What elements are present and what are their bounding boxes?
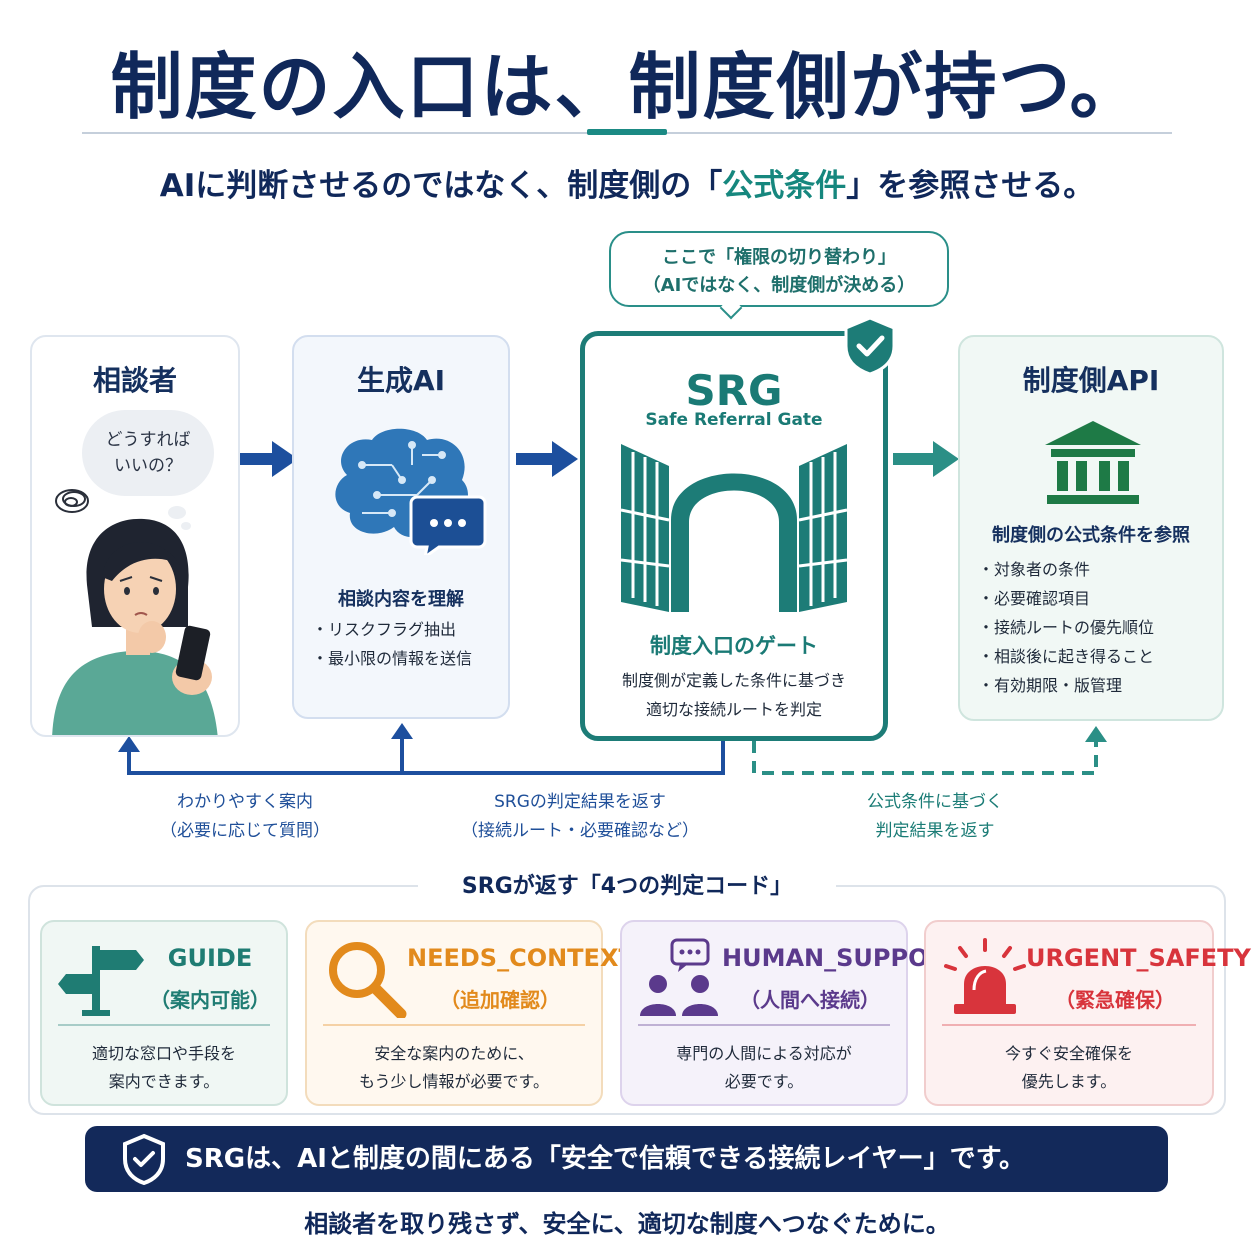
magnifier-icon <box>329 942 407 1018</box>
code-name: NEEDS_CONTEXT <box>407 944 635 972</box>
shield-check-icon <box>123 1133 165 1185</box>
alarm-light-icon <box>944 938 1026 1014</box>
code-desc-line2: 必要です。 <box>724 1072 804 1091</box>
question-bubble: どうすれば いいの？ <box>82 410 214 496</box>
flow-label-to-client: わかりやすく案内 （必要に応じて質問） <box>120 788 370 846</box>
flow-label-to-ai-line1: SRGの判定結果を返す <box>494 792 666 812</box>
bubble-tail-dot-small <box>181 522 191 530</box>
ai-bullet: リスクフラグ抽出 <box>312 615 472 644</box>
ai-title: 生成AI <box>356 364 446 397</box>
code-desc-line1: 専門の人間による対応が <box>676 1044 852 1063</box>
api-bullet: 接続ルートの優先順位 <box>978 613 1154 642</box>
institution-api-card: 制度側API 制度側の公式条件を参照 対象者の条件 必要確認項目 接続ルートの優… <box>958 335 1224 721</box>
code-name: URGENT_SAFETY <box>1026 944 1251 972</box>
flow-connectors <box>118 441 1107 775</box>
subtitle-pre: AIに判断させるのではなく、制度側の「 <box>159 168 723 204</box>
page-subtitle: AIに判断させるのではなく、制度側の「公式条件」を参照させる。 <box>0 160 1254 205</box>
flow-label-from-api: 公式条件に基づく 判定結果を返す <box>810 788 1060 846</box>
api-title: 制度側API <box>1022 364 1160 397</box>
code-jp-label: （緊急確保） <box>1055 988 1175 1012</box>
code-description: 適切な窓口や手段を 案内できます。 <box>42 1040 286 1096</box>
dashed-path-api-result <box>752 740 1098 775</box>
code-card-needs-context: NEEDS_CONTEXT （追加確認） 安全な案内のために、 もう少し情報が必… <box>305 920 635 1106</box>
srg-subtitle: Safe Referral Gate <box>645 410 823 430</box>
api-bullets: 対象者の条件 必要確認項目 接続ルートの優先順位 相談後に起き得ること 有効期限… <box>978 555 1154 700</box>
signpost-icon <box>58 946 144 1016</box>
ai-section-label: 相談内容を理解 <box>338 589 464 610</box>
subtitle-highlight: 公式条件 <box>722 168 847 204</box>
code-card-human-support: HUMAN_SUPPORT （人間へ接続） 専門の人間による対応が 必要です。 <box>620 920 963 1106</box>
code-name: GUIDE <box>167 944 253 972</box>
flow-label-to-client-line1: わかりやすく案内 <box>177 792 313 812</box>
client-title: 相談者 <box>92 364 177 397</box>
code-desc-line2: 優先します。 <box>1021 1072 1117 1091</box>
decision-codes-title: SRGが返す「4つの判定コード」 <box>418 868 836 906</box>
code-description: 安全な案内のために、 もう少し情報が必要です。 <box>307 1040 601 1096</box>
srg-desc-line1: 制度側が定義した条件に基づき <box>621 671 846 690</box>
institution-building-icon <box>1045 421 1141 504</box>
code-jp-label: （人間へ接続） <box>740 988 880 1012</box>
api-section-label: 制度側の公式条件を参照 <box>992 525 1190 546</box>
code-desc-line2: もう少し情報が必要です。 <box>359 1072 549 1091</box>
code-divider <box>638 1024 890 1026</box>
callout-line1: ここで「権限の切り替わり」 <box>662 247 896 268</box>
srg-card: SRG Safe Referral Gate 制度入口のゲート 制度側が定義した… <box>580 331 888 741</box>
ai-bullets: リスクフラグ抽出 最小限の情報を送信 <box>312 615 472 673</box>
worried-person-illustration <box>52 489 218 735</box>
srg-description: 制度側が定義した条件に基づき 適切な接続ルートを判定 <box>585 666 883 724</box>
callout-line2: （AIではなく、制度側が決める） <box>642 275 916 296</box>
srg-desc-line2: 適切な接続ルートを判定 <box>645 700 822 719</box>
api-bullet: 対象者の条件 <box>978 555 1154 584</box>
people-chat-icon <box>640 938 718 1016</box>
banner-text: SRGは、AIと制度の間にある「安全で信頼できる接続レイヤー」です。 <box>185 1144 1025 1174</box>
authority-switch-callout: ここで「権限の切り替わり」 （AIではなく、制度側が決める） <box>609 231 949 307</box>
shield-check-icon <box>844 316 896 376</box>
code-jp-label: （案内可能） <box>150 988 270 1012</box>
code-desc-line1: 安全な案内のために、 <box>374 1044 534 1063</box>
flow-label-from-api-line1: 公式条件に基づく <box>867 792 1003 812</box>
code-card-guide: GUIDE （案内可能） 適切な窓口や手段を 案内できます。 <box>40 920 288 1106</box>
code-divider <box>323 1024 585 1026</box>
code-desc-line1: 適切な窓口や手段を <box>91 1044 236 1063</box>
summary-banner: SRGは、AIと制度の間にある「安全で信頼できる接続レイヤー」です。 <box>85 1126 1168 1192</box>
code-divider <box>58 1024 270 1026</box>
arrow-head-to-client <box>118 736 140 752</box>
return-path-to-ai-and-client <box>127 735 725 775</box>
bubble-line2: いいの？ <box>114 456 182 476</box>
code-desc-line2: 案内できます。 <box>108 1072 220 1091</box>
bubble-tail-dot <box>168 506 186 519</box>
generative-ai-card: 生成AI 相談内容を理解 リスクフラグ抽出 最小限の情報を送信 <box>292 335 510 719</box>
confusion-scribble-icon <box>55 489 89 513</box>
footer-message: 相談者を取り残さず、安全に、適切な制度へつなぐために。 <box>304 1210 950 1238</box>
arrow-srg-to-api <box>893 441 959 477</box>
flow-label-from-api-line2: 判定結果を返す <box>875 821 995 841</box>
flow-label-to-client-line2: （必要に応じて質問） <box>160 821 330 841</box>
title-divider-accent <box>587 129 667 135</box>
arrow-head-to-api <box>1085 726 1107 742</box>
client-card: 相談者 <box>30 335 240 737</box>
brain-circuit-icon <box>335 428 487 555</box>
srg-title: SRG <box>685 366 783 415</box>
code-divider <box>942 1024 1196 1026</box>
flow-label-to-ai: SRGの判定結果を返す （接続ルート・必要確認など） <box>430 788 730 846</box>
code-name: HUMAN_SUPPORT <box>722 944 963 972</box>
arrow-client-to-ai <box>240 441 298 477</box>
arrow-ai-to-srg <box>516 441 578 477</box>
ai-bullet: 最小限の情報を送信 <box>312 644 472 673</box>
arrow-head-to-ai <box>391 723 413 739</box>
code-description: 今すぐ安全確保を 優先します。 <box>926 1040 1212 1096</box>
srg-gate-label: 制度入口のゲート <box>650 634 818 658</box>
code-description: 専門の人間による対応が 必要です。 <box>622 1040 906 1096</box>
api-bullet: 有効期限・版管理 <box>978 671 1154 700</box>
bubble-line1: どうすれば <box>105 430 191 450</box>
api-bullet: 必要確認項目 <box>978 584 1154 613</box>
flow-label-to-ai-line2: （接続ルート・必要確認など） <box>461 821 699 841</box>
subtitle-post: 」を参照させる。 <box>846 168 1095 204</box>
page-title: 制度の入口は、制度側が持つ。 <box>110 45 1144 129</box>
code-jp-label: （追加確認） <box>440 988 560 1012</box>
open-gate-icon <box>620 444 848 612</box>
code-card-urgent-safety: URGENT_SAFETY （緊急確保） 今すぐ安全確保を 優先します。 <box>924 920 1251 1106</box>
code-desc-line1: 今すぐ安全確保を <box>1004 1044 1133 1063</box>
api-bullet: 相談後に起き得ること <box>978 642 1154 671</box>
